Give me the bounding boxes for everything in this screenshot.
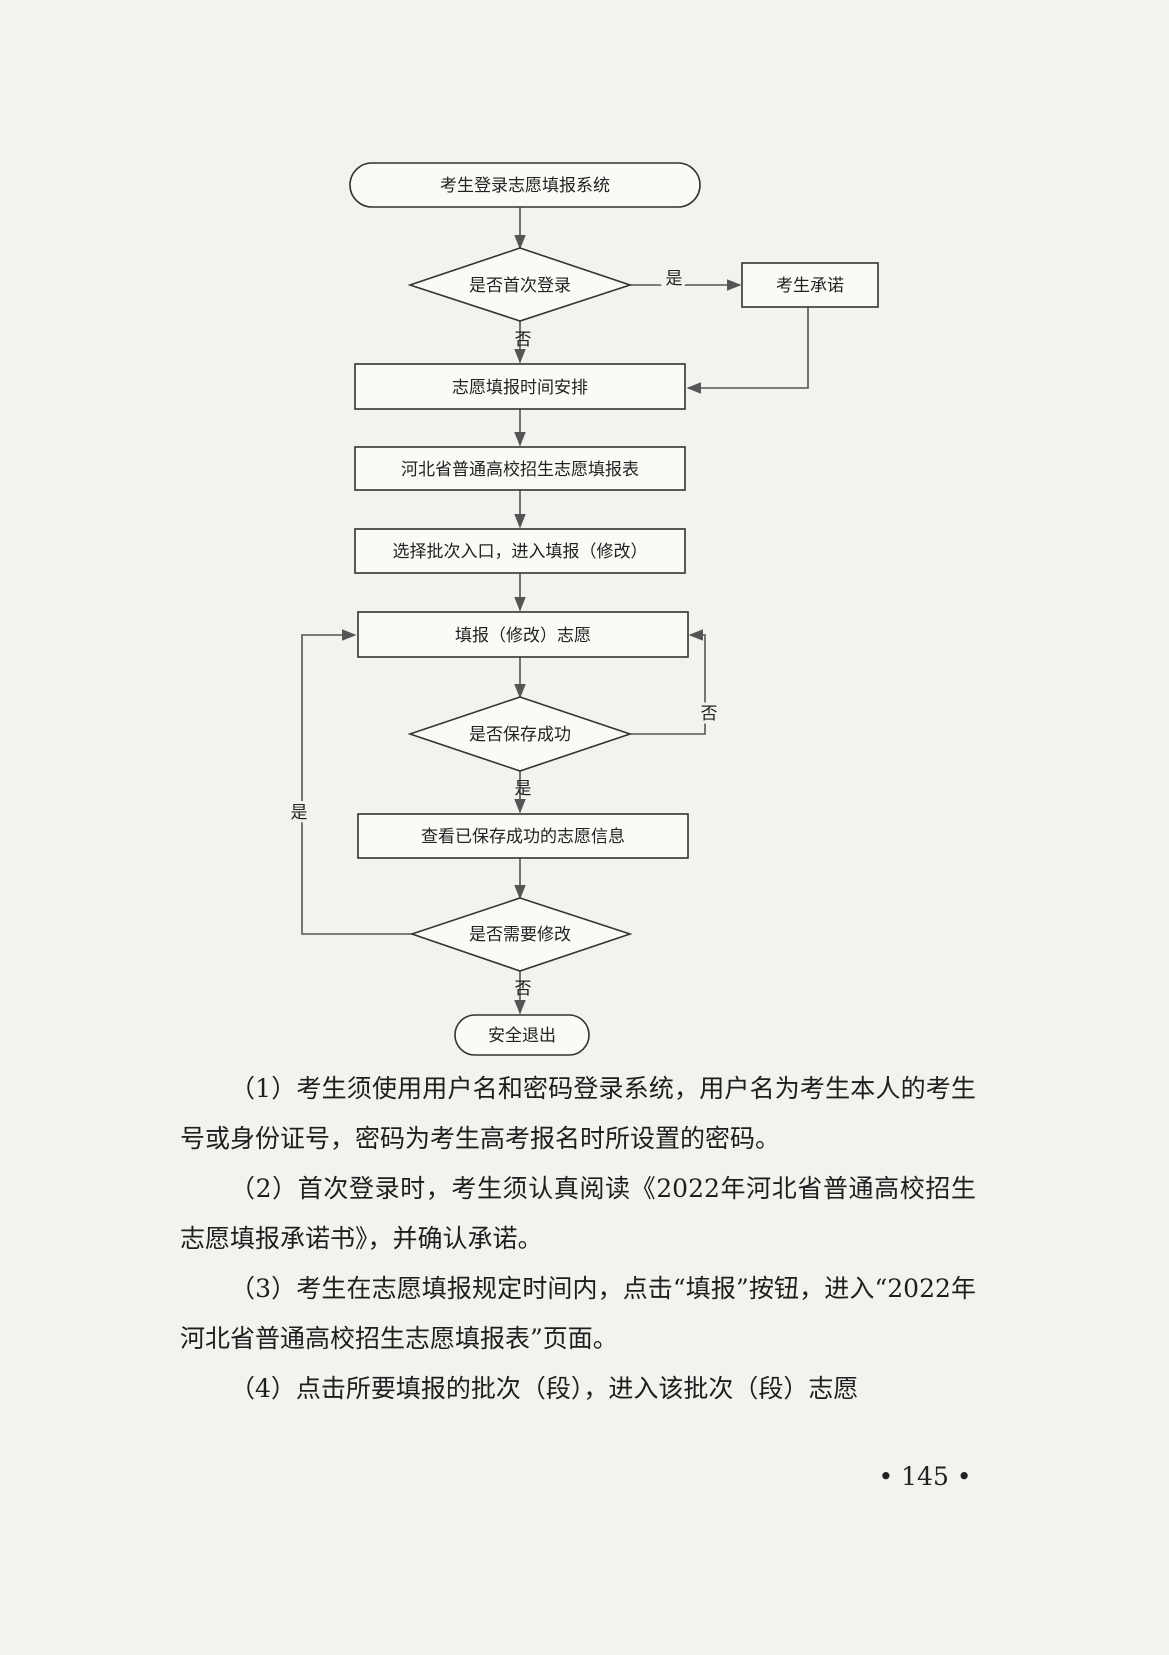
paragraph: （4）点击所要填报的批次（段），进入该批次（段）志愿 bbox=[230, 1374, 859, 1403]
node-pledge: 考生承诺 bbox=[741, 262, 879, 308]
decision-shape bbox=[407, 247, 633, 322]
decision-shape bbox=[407, 696, 633, 772]
label-modify-yes: 是 bbox=[291, 803, 308, 823]
edge-saved-no-loop bbox=[630, 629, 706, 735]
node-form-text: 河北省普通高校招生志愿填报表 bbox=[401, 460, 639, 480]
paragraph: （3）考生在志愿填报规定时间内，点击“填报”按钮，进入“2022年河北省普通高校… bbox=[180, 1274, 976, 1353]
label-modify-no: 否 bbox=[515, 979, 532, 999]
node-view: 查看已保存成功的志愿信息 bbox=[357, 813, 689, 859]
process-shape bbox=[357, 611, 689, 658]
process-shape bbox=[741, 262, 879, 308]
node-schedule-text: 志愿填报时间安排 bbox=[452, 378, 588, 398]
node-exit: 安全退出 bbox=[454, 1014, 590, 1056]
node-form: 河北省普通高校招生志愿填报表 bbox=[354, 446, 686, 491]
label-first-login-no: 否 bbox=[515, 330, 532, 350]
edge-modify-yes-loop bbox=[301, 629, 412, 935]
process-shape bbox=[354, 363, 686, 410]
node-fill: 填报（修改）志愿 bbox=[357, 611, 689, 658]
label-first-login-yes: 是 bbox=[666, 269, 683, 289]
node-fill-text: 填报（修改）志愿 bbox=[455, 626, 591, 646]
node-saved: 是否保存成功 bbox=[407, 696, 633, 772]
label-saved-no: 否 bbox=[701, 704, 718, 724]
node-saved-text: 是否保存成功 bbox=[469, 725, 571, 745]
node-login: 考生登录志愿填报系统 bbox=[349, 162, 701, 208]
edge-pledge-to-schedule bbox=[686, 307, 809, 394]
node-login-text: 考生登录志愿填报系统 bbox=[440, 176, 610, 196]
process-shape bbox=[357, 813, 689, 859]
node-first-login-text: 是否首次登录 bbox=[469, 276, 571, 296]
node-view-text: 查看已保存成功的志愿信息 bbox=[421, 827, 625, 847]
node-modify: 是否需要修改 bbox=[409, 897, 633, 972]
node-modify-text: 是否需要修改 bbox=[469, 925, 571, 945]
node-batch-text: 选择批次入口，进入填报（修改） bbox=[393, 542, 648, 562]
label-saved-yes: 是 bbox=[515, 779, 532, 799]
decision-shape bbox=[409, 897, 633, 972]
terminal-shape bbox=[454, 1014, 590, 1056]
body-text: （1）考生须使用用户名和密码登录系统，用户名为考生本人的考生号或身份证号，密码为… bbox=[180, 1064, 976, 1414]
node-first-login: 是否首次登录 bbox=[407, 247, 633, 322]
process-shape bbox=[354, 528, 686, 574]
node-batch: 选择批次入口，进入填报（修改） bbox=[354, 528, 686, 574]
flowchart: 考生登录志愿填报系统 是否首次登录 考生承诺 志愿填报时间安排 河北省普通高校招… bbox=[288, 162, 879, 1056]
node-pledge-text: 考生承诺 bbox=[776, 276, 844, 296]
page-number: • 145 • bbox=[878, 1462, 972, 1491]
node-schedule: 志愿填报时间安排 bbox=[354, 363, 686, 410]
node-exit-text: 安全退出 bbox=[488, 1026, 556, 1046]
process-shape bbox=[354, 446, 686, 491]
terminal-shape bbox=[349, 162, 701, 208]
paragraph: （1）考生须使用用户名和密码登录系统，用户名为考生本人的考生号或身份证号，密码为… bbox=[180, 1074, 976, 1153]
paragraph: （2）首次登录时，考生须认真阅读《2022年河北省普通高校招生志愿填报承诺书》，… bbox=[180, 1174, 976, 1253]
flow-connectors bbox=[301, 207, 809, 1015]
edge-labels: 是 否 否 是 是 否 bbox=[288, 266, 721, 999]
